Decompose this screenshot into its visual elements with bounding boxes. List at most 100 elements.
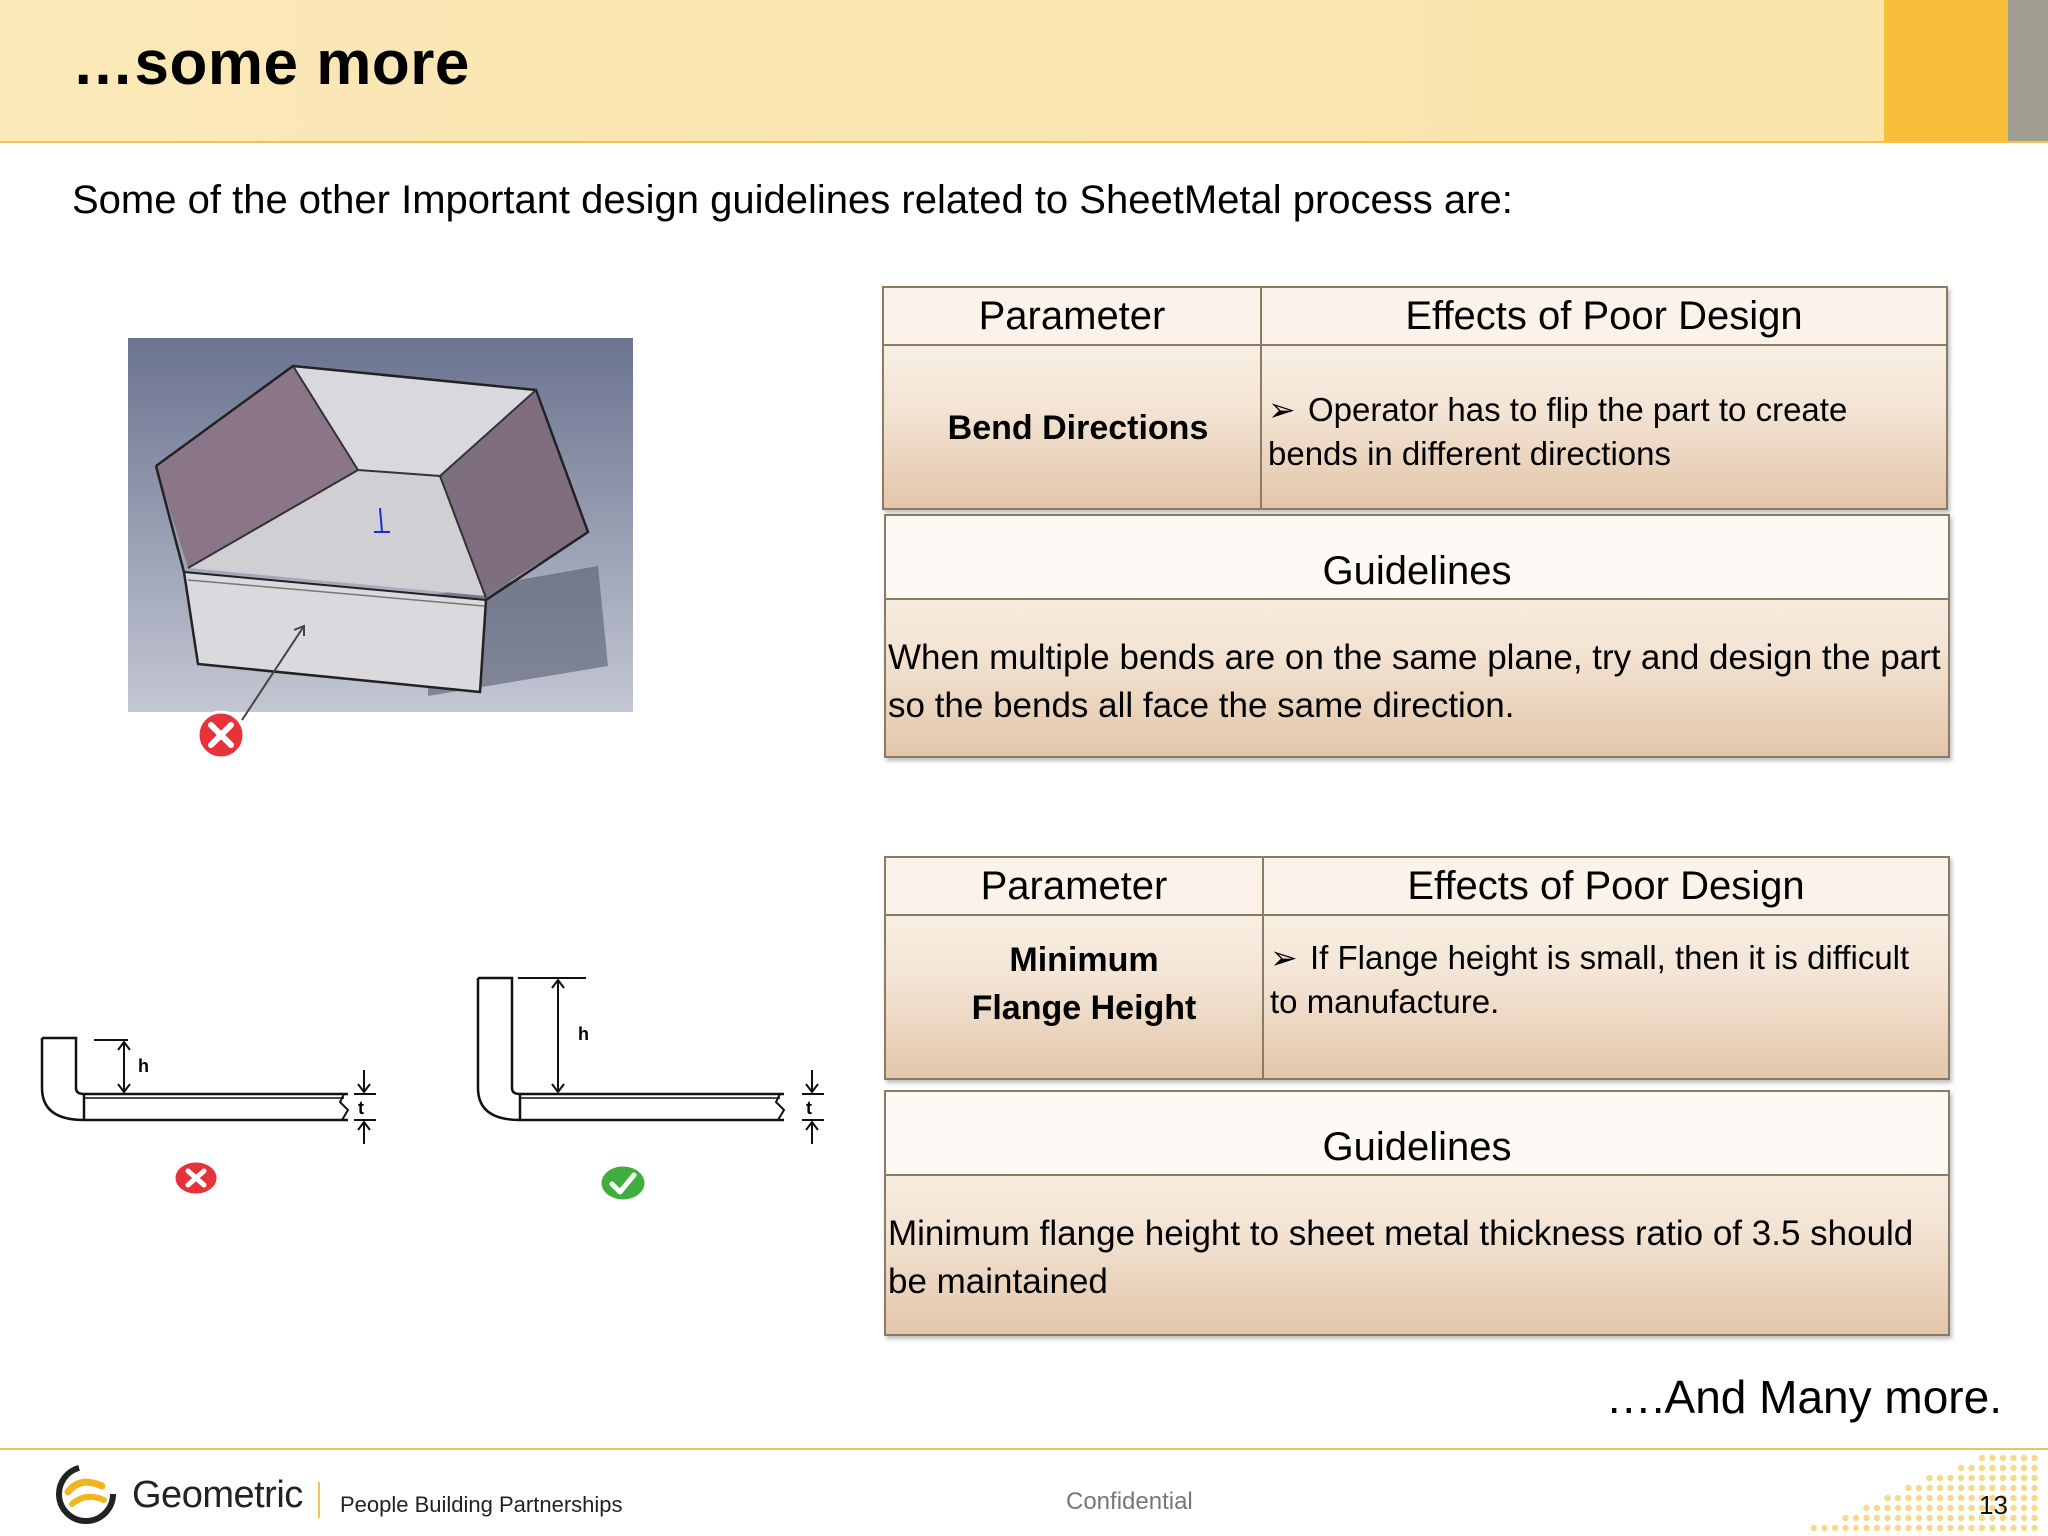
decor-dot bbox=[1842, 1514, 1849, 1522]
arrow-bullet-icon: ➢ bbox=[1270, 939, 1298, 976]
decor-dot bbox=[1989, 1464, 1996, 1472]
decor-dot bbox=[1999, 1504, 2007, 1512]
decor-dot bbox=[1999, 1464, 2007, 1472]
parameter-name: Minimum Flange Height bbox=[886, 916, 1264, 1080]
decor-dot bbox=[1894, 1494, 1902, 1502]
decor-dot bbox=[1978, 1474, 1986, 1482]
decor-dot bbox=[1989, 1494, 1996, 1502]
decor-dot bbox=[1968, 1484, 1975, 1492]
decor-dot bbox=[1968, 1494, 1975, 1502]
effects-header: Effects of Poor Design bbox=[1405, 293, 1803, 338]
decor-dot bbox=[2010, 1484, 2017, 1492]
decor-dot bbox=[2020, 1474, 2028, 1482]
guidelines-text: Minimum flange height to sheet metal thi… bbox=[888, 1214, 1914, 1301]
dim-t-label: t bbox=[358, 1098, 364, 1118]
decor-dot bbox=[1884, 1514, 1891, 1522]
decor-dot bbox=[2010, 1524, 2017, 1532]
arrow-bullet-icon: ➢ bbox=[1268, 391, 1296, 428]
decor-dot bbox=[1842, 1524, 1849, 1532]
decor-dot bbox=[1947, 1474, 1954, 1482]
decor-dot bbox=[2020, 1514, 2028, 1522]
decor-dot bbox=[1821, 1524, 1828, 1532]
decor-dot bbox=[1884, 1504, 1891, 1512]
parameter-name: Bend Directions bbox=[884, 346, 1262, 510]
decor-dot bbox=[1810, 1524, 1818, 1532]
footer-separator bbox=[318, 1482, 320, 1518]
decor-dot bbox=[2031, 1454, 2038, 1462]
decor-dot bbox=[1978, 1464, 1986, 1472]
decor-dot bbox=[1968, 1504, 1975, 1512]
decor-dot bbox=[1926, 1524, 1933, 1532]
guidelines-text: When multiple bends are on the same plan… bbox=[888, 638, 1941, 725]
decor-dot bbox=[1999, 1454, 2007, 1462]
decor-dot bbox=[2010, 1494, 2017, 1502]
table-row: Bend Directions ➢Operator has to flip th… bbox=[884, 346, 1946, 510]
effect-text: Operator has to flip the part to create … bbox=[1268, 391, 1848, 472]
checkmark-icon bbox=[598, 1163, 648, 1203]
decor-dot bbox=[2031, 1524, 2038, 1532]
decor-dot bbox=[1957, 1494, 1965, 1502]
decor-dot bbox=[1999, 1474, 2007, 1482]
decor-dot bbox=[1978, 1494, 1986, 1502]
flange-small-diagram: h t bbox=[40, 1036, 376, 1144]
decor-dot bbox=[1905, 1494, 1912, 1502]
bend-direction-box-image bbox=[128, 338, 633, 721]
decor-dot bbox=[1936, 1504, 1944, 1512]
parameter-header: Parameter bbox=[884, 288, 1262, 344]
decor-dot bbox=[2020, 1454, 2028, 1462]
guidelines-header: Guidelines bbox=[886, 1092, 1948, 1176]
decor-dot bbox=[1947, 1524, 1954, 1532]
decor-dot bbox=[1999, 1524, 2007, 1532]
bend-directions-table: Parameter Effects of Poor Design Bend Di… bbox=[882, 286, 1948, 510]
footer-divider bbox=[0, 1448, 2048, 1450]
decor-dot bbox=[1947, 1484, 1954, 1492]
decor-dot bbox=[1915, 1524, 1923, 1532]
decor-dot bbox=[1905, 1504, 1912, 1512]
table-row: Minimum Flange Height ➢If Flange height … bbox=[886, 916, 1948, 1080]
decor-dot bbox=[1957, 1474, 1965, 1482]
decor-dot bbox=[1915, 1504, 1923, 1512]
decor-dot bbox=[1936, 1484, 1944, 1492]
decor-dot bbox=[1989, 1454, 1996, 1462]
decor-dot bbox=[1978, 1484, 1986, 1492]
decor-dot bbox=[1968, 1524, 1975, 1532]
decor-dot bbox=[1968, 1474, 1975, 1482]
decor-dot bbox=[2010, 1474, 2017, 1482]
decor-dot bbox=[1884, 1524, 1891, 1532]
brand-tagline: People Building Partnerships bbox=[340, 1492, 623, 1517]
decor-dot bbox=[1852, 1524, 1860, 1532]
decor-dot bbox=[1852, 1514, 1860, 1522]
decor-dot bbox=[1989, 1514, 1996, 1522]
decor-dot bbox=[1894, 1524, 1902, 1532]
decor-dot bbox=[2031, 1484, 2038, 1492]
decor-dot bbox=[1957, 1464, 1965, 1472]
decor-dot bbox=[1957, 1484, 1965, 1492]
table-header-row: Parameter Effects of Poor Design bbox=[886, 858, 1948, 916]
guidelines-box-2: Guidelines Minimum flange height to shee… bbox=[884, 1090, 1950, 1336]
decor-dot bbox=[1863, 1524, 1870, 1532]
decor-dot bbox=[1936, 1494, 1944, 1502]
decor-dot bbox=[2031, 1474, 2038, 1482]
decor-dot bbox=[1936, 1524, 1944, 1532]
decor-dot bbox=[1863, 1504, 1870, 1512]
x-cross-icon bbox=[172, 1159, 220, 1197]
decor-dot bbox=[2010, 1454, 2017, 1462]
decor-dot bbox=[2031, 1514, 2038, 1522]
decor-dot bbox=[1968, 1514, 1975, 1522]
decor-dot bbox=[1926, 1474, 1933, 1482]
effect-text-container: ➢Operator has to flip the part to create… bbox=[1262, 346, 1946, 510]
decor-dot bbox=[2020, 1504, 2028, 1512]
decor-dot bbox=[1978, 1454, 1986, 1462]
decor-dot bbox=[1936, 1474, 1944, 1482]
closing-text: ….And Many more. bbox=[1605, 1371, 2002, 1423]
decor-dot bbox=[1989, 1504, 1996, 1512]
decor-dot bbox=[1957, 1514, 1965, 1522]
decor-dot bbox=[1947, 1514, 1954, 1522]
decor-dot bbox=[1915, 1484, 1923, 1492]
effects-header: Effects of Poor Design bbox=[1407, 863, 1805, 908]
decor-dot bbox=[1957, 1524, 1965, 1532]
decor-dot bbox=[1926, 1514, 1933, 1522]
decor-dot bbox=[1831, 1524, 1839, 1532]
decor-dot bbox=[1957, 1504, 1965, 1512]
decor-dot bbox=[1905, 1524, 1912, 1532]
